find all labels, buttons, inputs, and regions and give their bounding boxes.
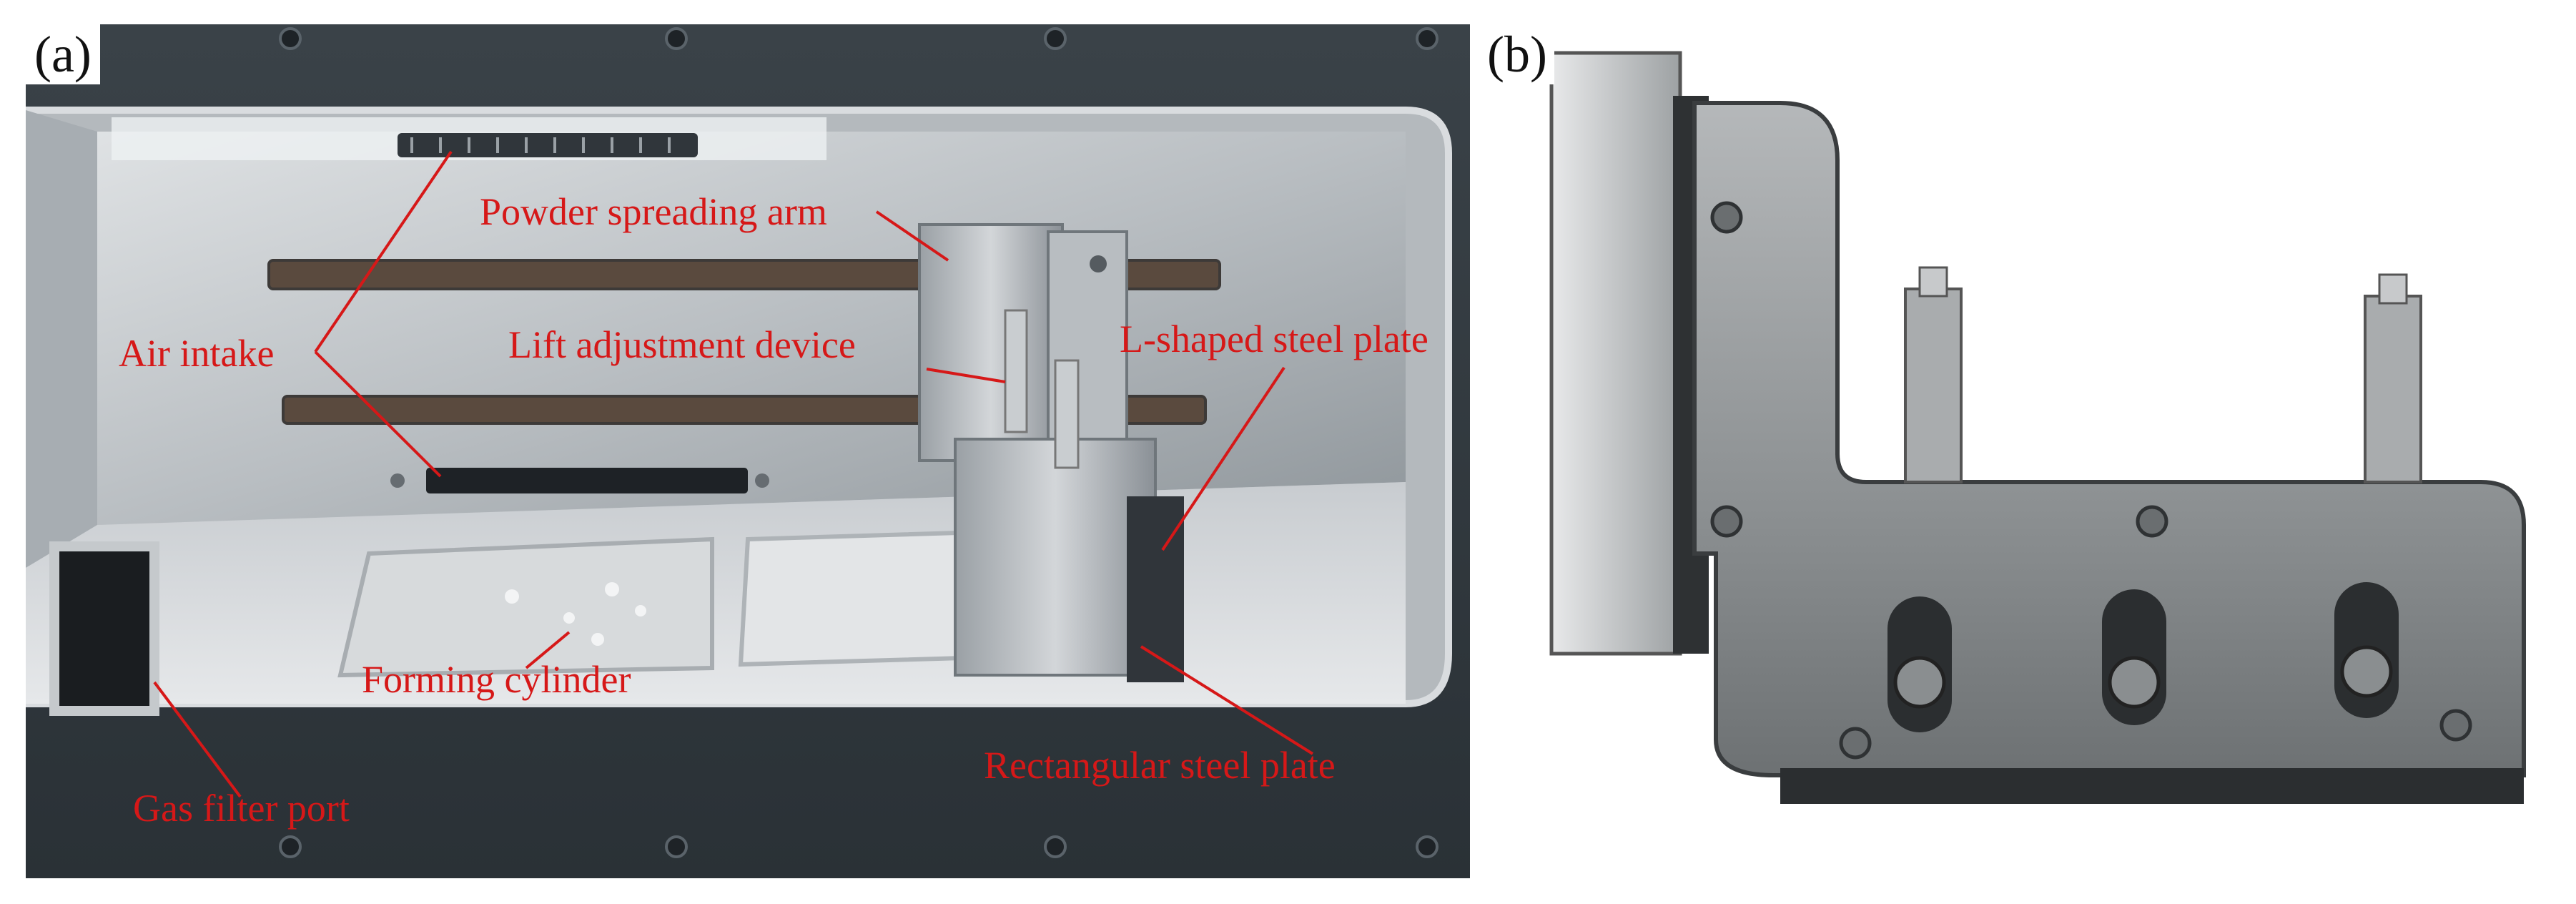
micrometer-left	[1904, 266, 1963, 483]
callout-air-intake: Air intake	[119, 332, 274, 375]
callout-leaders	[153, 150, 1314, 798]
gas-filter-port	[49, 541, 159, 716]
callout-l-shaped-steel-plate: L-shaped steel plate	[1120, 318, 1428, 360]
panel-b-photo: (b)	[1480, 24, 2576, 878]
air-intake-grille-top	[398, 133, 698, 157]
rectangular-plate	[1549, 51, 1682, 656]
plate-bolts	[1710, 201, 2472, 760]
adjustment-slots	[1887, 582, 2399, 732]
left-side-wall	[26, 110, 97, 568]
panel-a-photo: Powder spreading arm Air intake Lift adj…	[26, 24, 1470, 878]
micrometer-right	[2364, 273, 2422, 483]
l-plate-photo	[1480, 24, 2576, 878]
air-intake-slot-lower	[426, 468, 748, 493]
panel-b-label: (b)	[1480, 24, 1554, 84]
panel-a-label: (a)	[26, 24, 100, 84]
callout-gas-filter-port: Gas filter port	[133, 787, 350, 830]
callout-powder-spreading-arm: Powder spreading arm	[480, 190, 827, 233]
callout-lift-adjustment-device: Lift adjustment device	[508, 323, 856, 366]
powder-spreading-arm	[918, 223, 1184, 682]
callout-forming-cylinder: Forming cylinder	[362, 658, 631, 701]
plate-bottom-edge	[1780, 768, 2524, 804]
forming-cylinder	[337, 536, 714, 678]
callout-rectangular-steel-plate: Rectangular steel plate	[984, 744, 1336, 787]
lift-adjustment-device	[1004, 309, 1080, 469]
chamber-photo: Powder spreading arm Air intake Lift adj…	[26, 24, 1470, 878]
frame-bolts	[279, 27, 1438, 858]
